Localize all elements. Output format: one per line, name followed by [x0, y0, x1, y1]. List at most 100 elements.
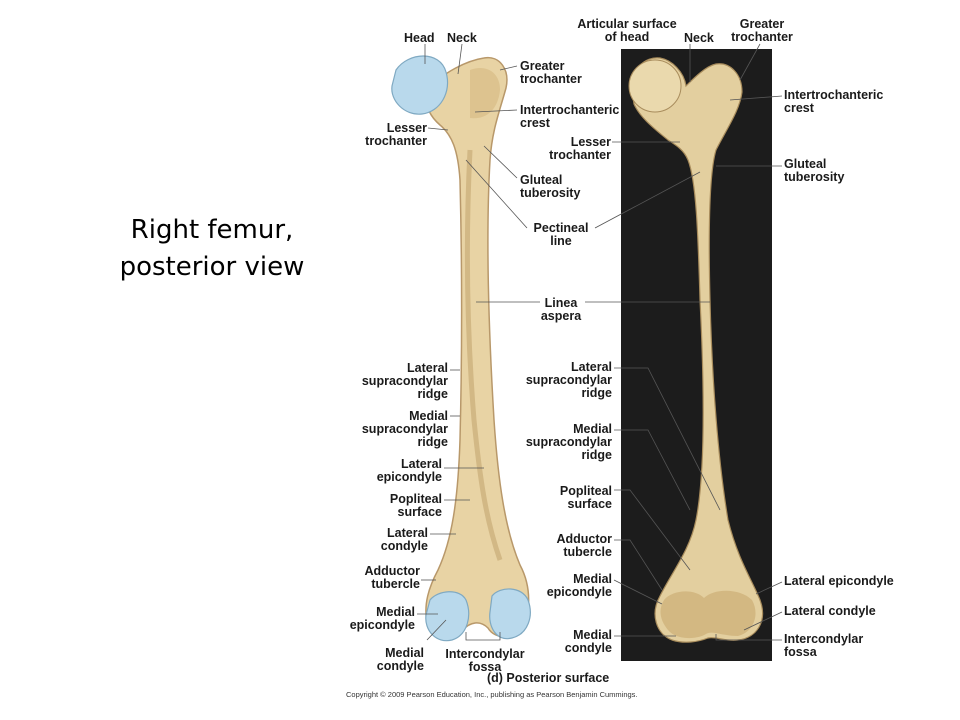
illustrated-femur — [391, 55, 531, 642]
label-popliteal-surface: Popliteal surface — [352, 493, 442, 519]
label-line: ridge — [417, 387, 448, 401]
label-lesser-trochanter-right: Lesser trochanter — [536, 136, 611, 162]
label-line: tuberosity — [520, 186, 581, 200]
label-line: Adductor — [556, 532, 612, 546]
label-neck-right: Neck — [684, 31, 714, 45]
label-lesser-trochanter: Lesser trochanter — [352, 122, 427, 148]
label-line: fossa — [784, 645, 817, 659]
label-intercondylar-fossa-right: Intercondylar fossa — [784, 633, 863, 659]
photo-condyle-shading — [660, 590, 756, 639]
label-line: line — [550, 234, 572, 248]
label-line: aspera — [540, 309, 582, 323]
label-head: Head — [404, 31, 435, 45]
label-line: surface — [567, 497, 612, 511]
label-line: Medial — [409, 409, 448, 423]
label-line: Greater — [739, 17, 785, 31]
label-line: ridge — [581, 386, 612, 400]
label-line: Intertrochanteric — [520, 103, 620, 117]
label-line: crest — [520, 116, 550, 130]
label-medial-epicondyle: Medial epicondyle — [340, 606, 415, 632]
label-line: Lateral — [407, 361, 448, 375]
label-line: Lateral — [387, 526, 428, 540]
leader-lines — [417, 43, 783, 641]
label-line: Medial — [573, 628, 612, 642]
figure-caption: (d) Posterior surface — [487, 671, 610, 685]
linea-aspera-ridge — [464, 149, 503, 561]
label-line: supracondylar — [525, 435, 612, 449]
label-gluteal-tuberosity-right: Gluteal tuberosity — [784, 158, 844, 184]
label-adductor-tubercle: Adductor tubercle — [346, 565, 420, 591]
label-lateral-supracondylar-ridge-right: Lateral supracondylar ridge — [520, 361, 612, 400]
label-line: Greater — [520, 59, 565, 73]
label-line: Lateral — [571, 360, 612, 374]
photo-femoral-head — [628, 59, 682, 113]
label-line: supracondylar — [361, 374, 448, 388]
label-intertrochanteric-crest: Intertrochanteric crest — [520, 104, 619, 130]
label-line: Linea — [544, 296, 578, 310]
label-medial-supracondylar-ridge-right: Medial supracondylar ridge — [520, 423, 612, 462]
slide-title-line1: Right femur, — [130, 215, 294, 245]
label-gluteal-tuberosity: Gluteal tuberosity — [520, 174, 580, 200]
label-line: surface — [397, 505, 442, 519]
label-line: Intercondylar — [784, 632, 864, 646]
label-line: Lateral — [401, 457, 442, 471]
label-line: Medial — [385, 646, 424, 660]
label-line: crest — [784, 101, 814, 115]
label-lateral-supracondylar-ridge: Lateral supracondylar ridge — [340, 362, 448, 401]
label-line: Articular surface — [577, 17, 677, 31]
label-line: of head — [604, 30, 650, 44]
label-medial-condyle: Medial condyle — [352, 647, 424, 673]
label-line: Popliteal — [559, 484, 612, 498]
label-line: Lesser — [386, 121, 427, 135]
label-lateral-condyle-right: Lateral condyle — [784, 604, 876, 618]
label-line: ridge — [417, 435, 448, 449]
label-intercondylar-fossa: Intercondylar fossa — [440, 648, 530, 674]
label-line: tubercle — [371, 577, 420, 591]
label-greater-trochanter-right: Greater trochanter — [726, 18, 798, 44]
label-line: trochanter — [365, 134, 427, 148]
label-popliteal-surface-right: Popliteal surface — [540, 485, 612, 511]
label-articular-surface-of-head: Articular surface of head — [568, 18, 686, 44]
label-line: Pectineal — [533, 221, 589, 235]
label-line: trochanter — [520, 72, 582, 86]
label-line: supracondylar — [361, 422, 448, 436]
label-greater-trochanter: Greater trochanter — [520, 60, 582, 86]
label-neck-left: Neck — [447, 31, 477, 45]
label-line: condyle — [564, 641, 612, 655]
photo-femur — [628, 57, 764, 643]
label-line: trochanter — [549, 148, 611, 162]
label-line: supracondylar — [525, 373, 612, 387]
label-medial-supracondylar-ridge: Medial supracondylar ridge — [340, 410, 448, 449]
label-line: Lesser — [570, 135, 611, 149]
label-adductor-tubercle-right: Adductor tubercle — [540, 533, 612, 559]
label-line: epicondyle — [546, 585, 612, 599]
slide-title: Right femur, posterior view — [112, 212, 312, 286]
label-medial-condyle-right: Medial condyle — [540, 629, 612, 655]
slide-title-line2: posterior view — [119, 252, 305, 282]
label-line: condyle — [380, 539, 428, 553]
label-line: Popliteal — [389, 492, 442, 506]
copyright-notice: Copyright © 2009 Pearson Education, Inc.… — [346, 690, 638, 699]
trochanter-shading — [470, 68, 500, 119]
label-pectineal-line: Pectineal line — [528, 222, 594, 248]
label-linea-aspera: Linea aspera — [536, 297, 586, 323]
label-intertrochanteric-crest-right: Intertrochanteric crest — [784, 89, 883, 115]
label-line: Gluteal — [784, 157, 827, 171]
label-lateral-epicondyle-right: Lateral epicondyle — [784, 574, 894, 588]
photo-femur-shaft — [631, 57, 764, 643]
label-medial-epicondyle-right: Medial epicondyle — [536, 573, 612, 599]
label-line: epicondyle — [349, 618, 415, 632]
medial-condyle-cartilage — [425, 591, 470, 642]
label-line: tubercle — [563, 545, 612, 559]
label-line: epicondyle — [376, 470, 442, 484]
illustrated-femur-shaft — [425, 56, 530, 640]
lateral-condyle-cartilage — [489, 588, 531, 640]
label-line: Adductor — [364, 564, 420, 578]
label-line: Intercondylar — [445, 647, 525, 661]
label-line: Medial — [573, 572, 612, 586]
femoral-head-cartilage — [391, 55, 449, 115]
label-lateral-epicondyle: Lateral epicondyle — [352, 458, 442, 484]
label-line: Medial — [573, 422, 612, 436]
label-line: trochanter — [731, 30, 793, 44]
